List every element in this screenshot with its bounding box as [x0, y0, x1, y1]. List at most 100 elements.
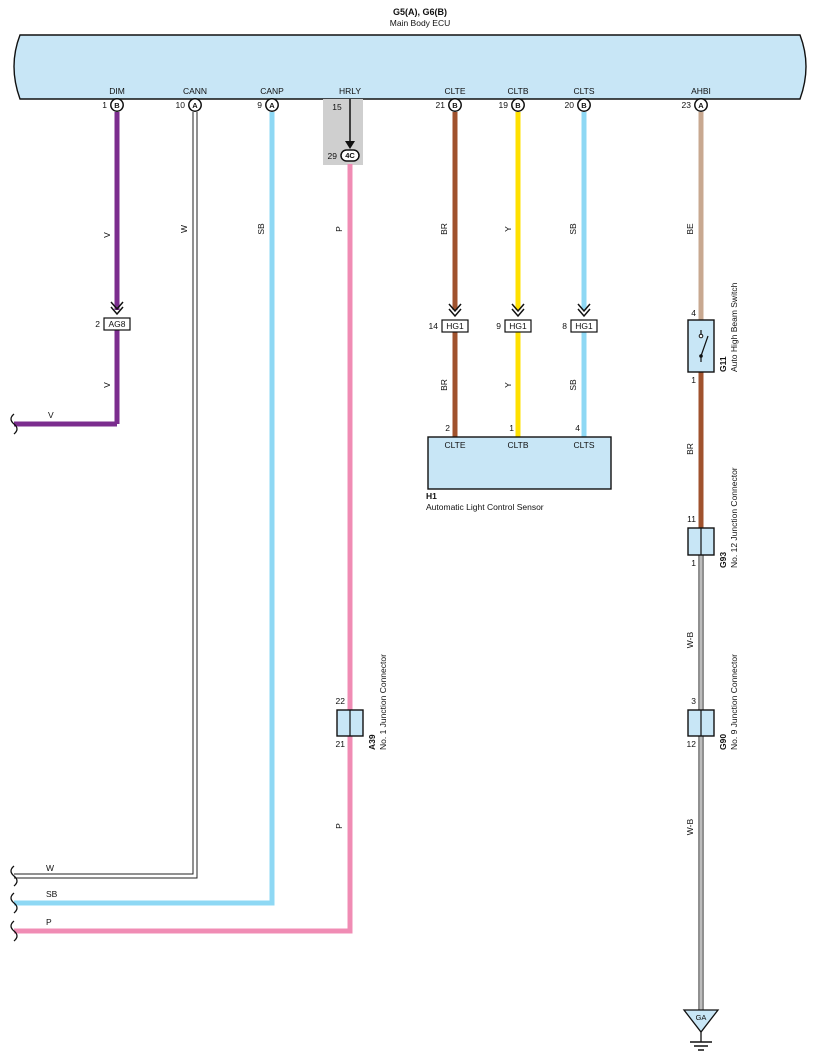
switch-g11: 4 1 G11 Auto High Beam Switch [687, 282, 739, 385]
sensor-terminal-clte: CLTE [444, 440, 465, 450]
svg-text:1: 1 [102, 100, 107, 110]
ground-ga: GA [682, 1009, 720, 1051]
svg-text:HG1: HG1 [509, 321, 527, 331]
ecu-code: G5(A), G6(B) [393, 7, 447, 17]
junction-g93-pin-bottom: 1 [691, 558, 696, 568]
terminal-cltb: CLTB [507, 86, 528, 96]
color-code-ahbi: BE [685, 223, 695, 235]
junction-g93-code: G93 [718, 552, 728, 568]
ecu-terminal-pins: B 1 A 10 A 9 15 B 21 B 19 B 20 [102, 98, 708, 112]
svg-text:15: 15 [332, 102, 342, 112]
svg-text:B: B [515, 101, 521, 110]
connector-ag8: AG8 2 [95, 301, 131, 331]
junction-g90-code: G90 [718, 734, 728, 750]
junction-a39-code: A39 [367, 734, 377, 750]
switch-g11-code: G11 [718, 356, 728, 372]
svg-text:20: 20 [565, 100, 575, 110]
terminal-clte: CLTE [444, 86, 465, 96]
terminal-cann: CANN [183, 86, 207, 96]
color-code-canp-branch: SB [46, 889, 58, 899]
svg-text:9: 9 [496, 321, 501, 331]
switch-g11-pin-top: 4 [691, 308, 696, 318]
main-body-ecu: G5(A), G6(B) Main Body ECU [13, 7, 807, 100]
wire-color-labels: V V V W W SB SB P P P BR BR Y Y SB SB BE… [46, 223, 695, 927]
junction-4c-pin: 29 [328, 151, 338, 161]
color-code-gnd-upper: W-B [685, 631, 695, 648]
pin-clts: B 20 [565, 98, 591, 112]
svg-text:23: 23 [682, 100, 692, 110]
wire-cann [14, 112, 198, 879]
color-code-cltb-lower: Y [503, 382, 513, 388]
pin-clte: B 21 [436, 98, 462, 112]
sensor-pin-4: 4 [575, 423, 580, 433]
sensor-terminal-clts: CLTS [573, 440, 594, 450]
svg-text:HG1: HG1 [446, 321, 464, 331]
junction-g93-pin-top: 11 [687, 514, 696, 524]
pin-cann: A 10 [176, 98, 202, 112]
color-code-canp: SB [256, 223, 266, 235]
terminal-ahbi: AHBI [691, 86, 711, 96]
junction-a39: 22 21 A39 No. 1 Junction Connector [336, 654, 388, 750]
pin-hrly: 15 [332, 102, 342, 112]
color-code-hrly-upper: P [334, 226, 344, 232]
junction-g90-name: No. 9 Junction Connector [729, 654, 739, 750]
color-code-hrly-branch: P [46, 917, 52, 927]
switch-g11-name: Auto High Beam Switch [729, 282, 739, 372]
color-code-cann-branch: W [46, 863, 54, 873]
svg-text:21: 21 [436, 100, 446, 110]
connector-hg1-clte: HG1 14 [429, 303, 469, 333]
sensor-pin-1: 1 [509, 423, 514, 433]
connector-ag8-pin: 2 [95, 319, 100, 329]
color-code-clts-upper: SB [568, 223, 578, 235]
pin-cltb: B 19 [499, 98, 525, 112]
junction-a39-name: No. 1 Junction Connector [378, 654, 388, 750]
color-code-g11-g93: BR [685, 443, 695, 455]
color-code-dim-branch: V [48, 410, 54, 420]
color-code-dim-upper: V [102, 232, 112, 238]
junction-a39-pin-top: 22 [336, 696, 346, 706]
junction-g90: 3 12 G90 No. 9 Junction Connector [687, 654, 739, 750]
svg-text:10: 10 [176, 100, 186, 110]
connector-hg1-clts: HG1 8 [562, 303, 598, 333]
pin-ahbi: A 23 [682, 98, 708, 112]
junction-4c-label: 4C [345, 151, 355, 160]
switch-g11-pin-bottom: 1 [691, 375, 696, 385]
terminal-clts: CLTS [573, 86, 594, 96]
junction-g93: 11 1 G93 No. 12 Junction Connector [687, 467, 739, 568]
color-code-clts-lower: SB [568, 379, 578, 391]
svg-text:A: A [192, 101, 198, 110]
color-code-gnd-lower: W-B [685, 818, 695, 835]
color-code-clte-lower: BR [439, 379, 449, 391]
sensor-terminal-cltb: CLTB [507, 440, 528, 450]
svg-text:19: 19 [499, 100, 509, 110]
terminal-hrly: HRLY [339, 86, 361, 96]
svg-text:B: B [114, 101, 120, 110]
svg-text:B: B [452, 101, 458, 110]
svg-text:HG1: HG1 [575, 321, 593, 331]
wire-canp [14, 112, 275, 906]
color-code-cltb-upper: Y [503, 226, 513, 232]
svg-text:14: 14 [429, 321, 439, 331]
svg-text:9: 9 [257, 100, 262, 110]
color-code-hrly-lower: P [334, 823, 344, 829]
ecu-terminal-labels: DIM CANN CANP HRLY CLTE CLTB CLTS AHBI [109, 86, 711, 96]
sensor-name: Automatic Light Control Sensor [426, 502, 544, 512]
wire-dim [14, 112, 120, 427]
junction-g93-name: No. 12 Junction Connector [729, 467, 739, 568]
junction-g90-pin-bottom: 12 [687, 739, 697, 749]
sensor-pin-2: 2 [445, 423, 450, 433]
svg-text:8: 8 [562, 321, 567, 331]
wire-hrly [14, 99, 353, 934]
wire-break-marks [10, 413, 18, 942]
color-code-cann: W [179, 225, 189, 233]
ground-label: GA [696, 1013, 707, 1022]
junction-a39-pin-bottom: 21 [336, 739, 346, 749]
color-code-dim-lower: V [102, 382, 112, 388]
pin-canp: A 9 [257, 98, 279, 112]
junction-g90-pin-top: 3 [691, 696, 696, 706]
ecu-name: Main Body ECU [390, 18, 450, 28]
sensor-h1: 2 1 4 CLTE CLTB CLTS H1 Automatic Light … [426, 423, 612, 512]
svg-text:A: A [269, 101, 275, 110]
junction-4c: 4C 29 [328, 141, 360, 162]
